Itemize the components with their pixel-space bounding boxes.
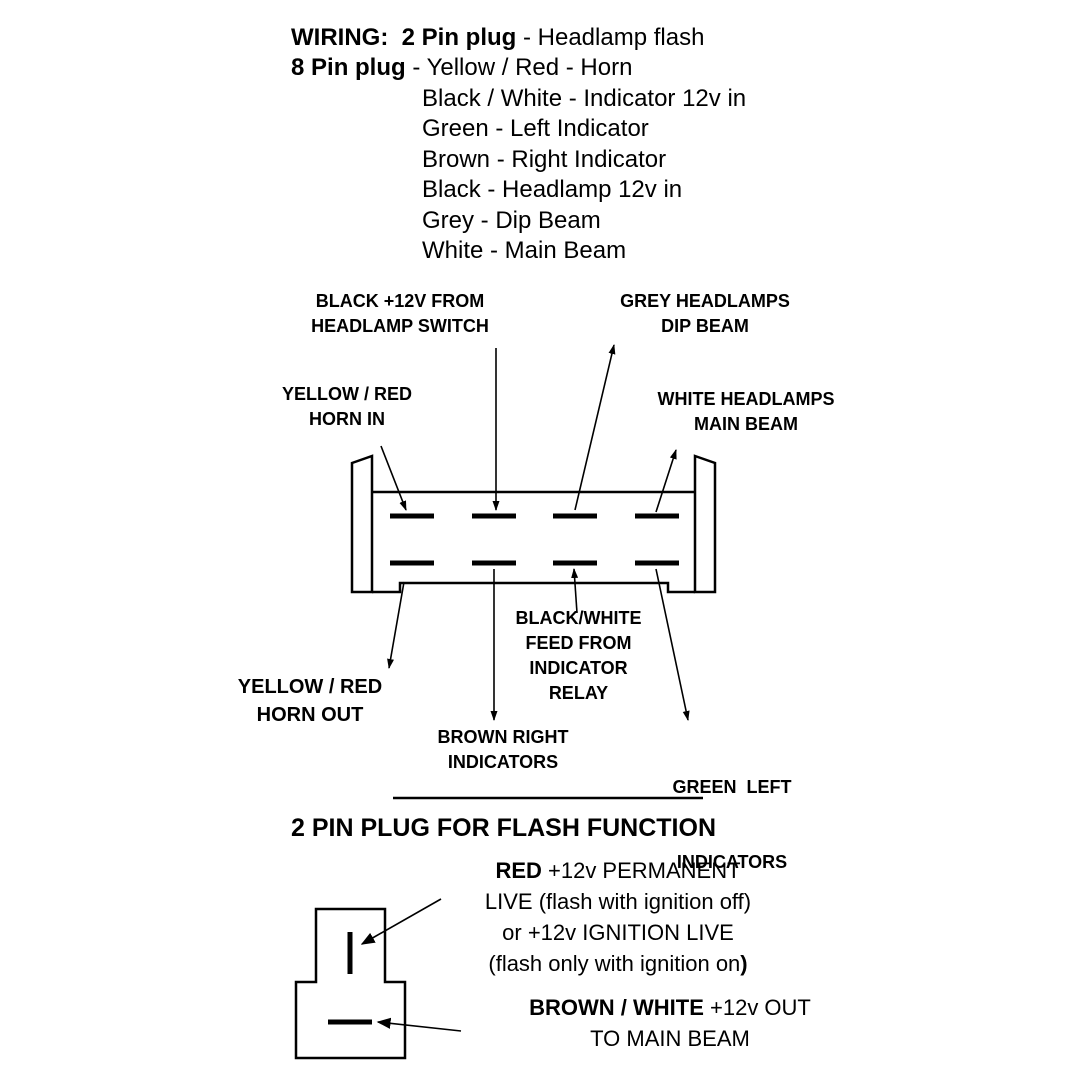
wiring-line-8pin: 8 Pin plug - Yellow / Red - Horn — [291, 53, 632, 83]
wiring-list-item: Black / White - Indicator 12v in — [422, 85, 747, 112]
arrow-black-white-feed — [571, 568, 579, 614]
two-pin-label: 2 Pin plug — [401, 24, 517, 51]
wiring-list-item: Black - Headlamp 12v in — [422, 176, 683, 203]
label-brown-right: BROWN RIGHT INDICATORS — [437, 727, 569, 772]
arrow-yellow-red-out — [387, 581, 405, 669]
leader-arrows — [380, 344, 690, 721]
label-green-left: GREEN LEFT INDICATORS — [672, 777, 792, 872]
arrow-brown-white-out — [376, 1017, 462, 1032]
label-white-main: WHITE HEADLAMPS MAIN BEAM — [657, 389, 835, 434]
wiring-line-2pin: WIRING: 2 Pin plug - Headlamp flash — [291, 23, 704, 53]
red-live-description: RED +12v PERMANENT LIVE (flash with igni… — [440, 855, 796, 979]
red-line-4: (flash only with ignition on) — [488, 951, 748, 976]
arrow-grey-dip — [574, 344, 616, 511]
arrow-yellow-red-in — [380, 445, 407, 511]
brown-line-1: BROWN / WHITE +12v OUT — [529, 995, 811, 1020]
brown-white-description: BROWN / WHITE +12v OUT TO MAIN BEAM — [500, 992, 840, 1054]
wiring-list-item: Grey - Dip Beam — [422, 207, 601, 234]
eight-pin-first: - Yellow / Red - Horn — [405, 54, 633, 81]
label-yellow-red-in: YELLOW / RED HORN IN — [282, 384, 412, 429]
label-yellow-red-out: YELLOW / RED HORN OUT — [237, 676, 383, 726]
label-black-feed: BLACK +12V FROM HEADLAMP SWITCH — [311, 291, 489, 336]
arrow-green-left — [655, 568, 690, 721]
flash-section-title: 2 PIN PLUG FOR FLASH FUNCTION — [291, 814, 716, 842]
two-pin-desc: - Headlamp flash — [516, 24, 705, 51]
two-pin-plug — [294, 907, 407, 1060]
eight-pin-plug — [350, 454, 717, 594]
red-line-1: RED +12v PERMANENT — [495, 858, 741, 883]
label-grey-dip: GREY HEADLAMPS DIP BEAM — [620, 291, 790, 336]
eight-pin-label: 8 Pin plug — [291, 54, 406, 81]
label-black-white-feed: BLACK/WHITE FEED FROM INDICATOR RELAY — [515, 608, 642, 703]
wiring-list-item: Green - Left Indicator — [422, 115, 649, 142]
wiring-list-item: Brown - Right Indicator — [422, 146, 667, 173]
arrow-red-live — [360, 898, 442, 945]
wiring-list-item: White - Main Beam — [422, 237, 627, 264]
arrow-white-main — [655, 449, 677, 513]
wiring-heading: WIRING: — [291, 24, 389, 51]
eight-pin-contacts — [390, 513, 679, 566]
